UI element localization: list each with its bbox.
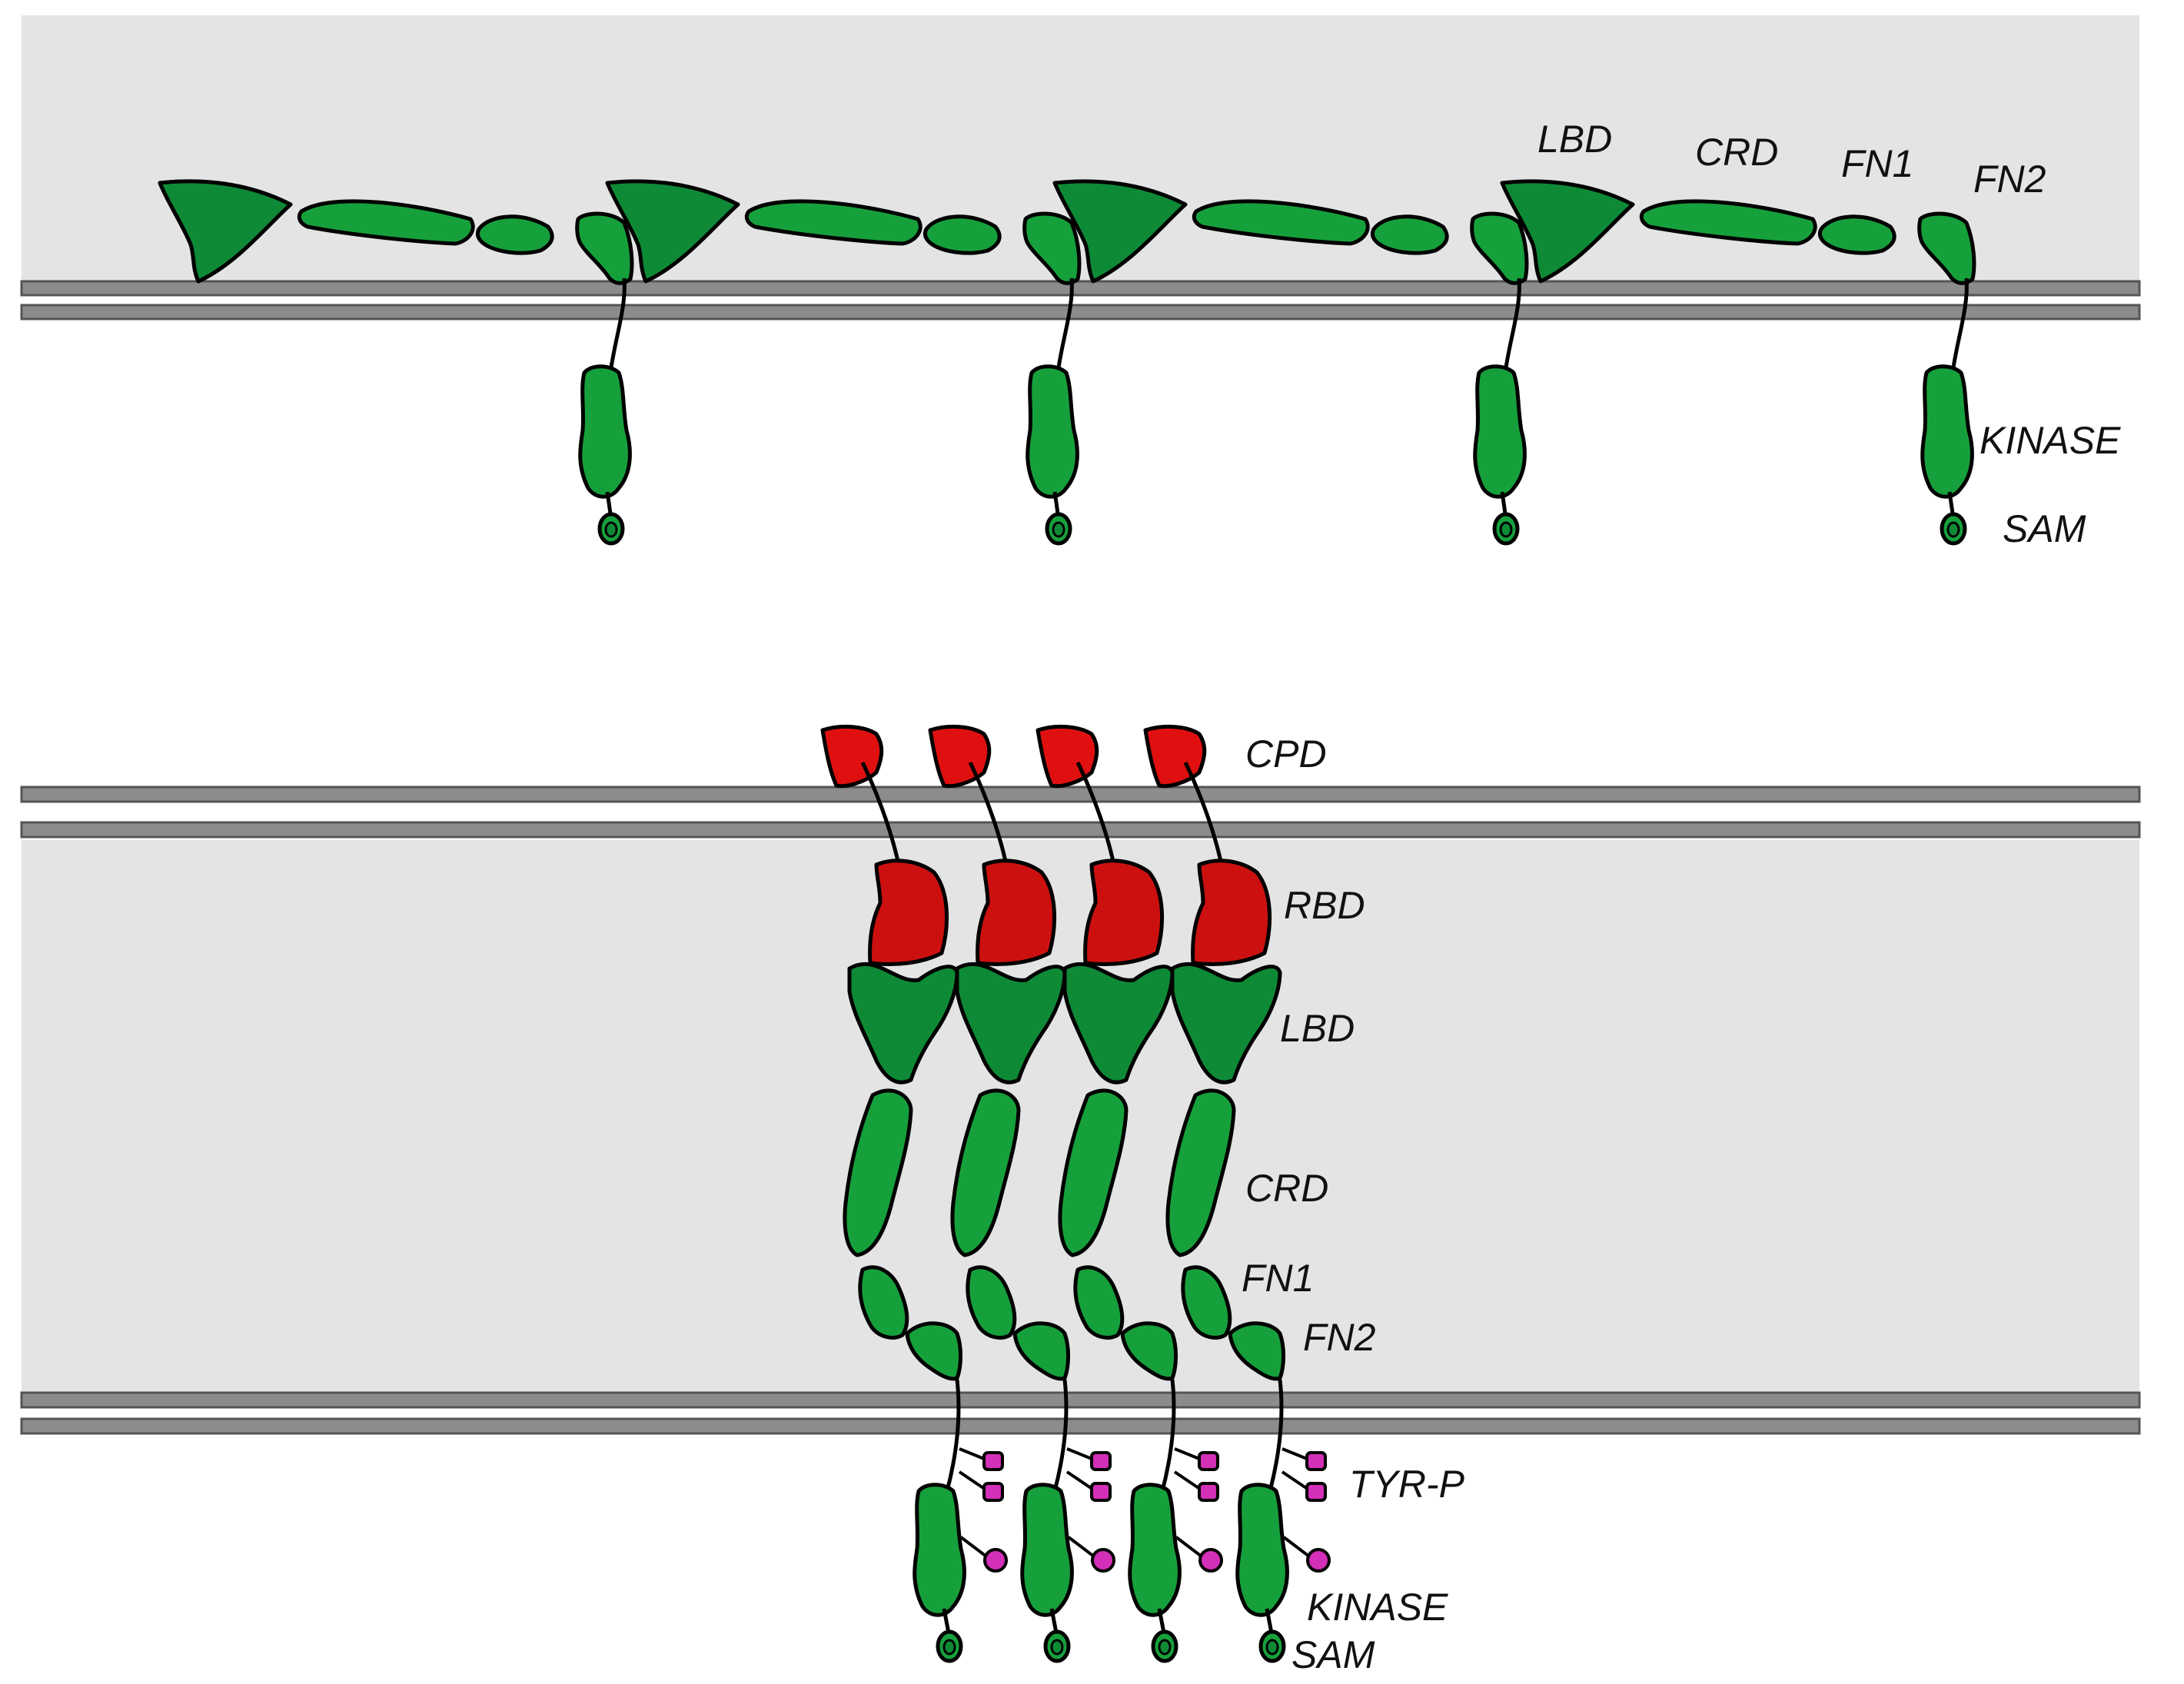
membrane-top <box>20 280 2141 321</box>
receptor-unit-2 <box>607 181 1079 543</box>
sam-domain <box>1047 514 1070 543</box>
kinase-domain <box>1028 367 1078 497</box>
rbd-domain <box>978 861 1055 965</box>
membrane-middle <box>20 786 2141 839</box>
membrane-bottom <box>20 1391 2141 1435</box>
tyr-p-sites <box>1173 1447 1223 1573</box>
receptor-complex-2 <box>930 726 1115 1661</box>
cpd-linker <box>1075 761 1117 869</box>
transmembrane-linker <box>1160 1379 1176 1492</box>
receptor-complex-4 <box>1145 726 1331 1661</box>
sam-domain <box>938 1632 961 1661</box>
tyr-p-sites <box>1281 1447 1331 1573</box>
cpd-linker <box>860 761 902 869</box>
label-top-kinase: KINASE <box>1980 419 2121 462</box>
sam-domain <box>1494 514 1517 543</box>
fn1-domain <box>1820 217 1894 253</box>
kinase-domain <box>915 1485 965 1616</box>
label-bottom-kinase: KINASE <box>1307 1586 1448 1629</box>
rbd-domain <box>1193 861 1270 965</box>
receptor-unit-3 <box>1055 181 1527 543</box>
label-top-fn2: FN2 <box>1973 158 2046 201</box>
bottom-receptor-cluster <box>823 726 1331 1661</box>
label-bottom-tyr-p: TYR-P <box>1349 1463 1465 1506</box>
label-bottom-cpd: CPD <box>1245 732 1327 776</box>
cpd-domain <box>823 726 882 786</box>
kinase-domain <box>580 367 630 497</box>
fn1-domain <box>925 217 999 253</box>
kinase-domain <box>1475 367 1525 497</box>
cpd-linker <box>968 761 1009 869</box>
label-bottom-lbd: LBD <box>1280 1007 1355 1050</box>
transmembrane-linker <box>608 277 627 374</box>
transmembrane-linker <box>1052 1379 1069 1492</box>
extracellular-space-top <box>22 15 2139 286</box>
sam-domain <box>1045 1632 1069 1661</box>
label-bottom-fn1: FN1 <box>1242 1257 1314 1300</box>
tyr-p-sites <box>1065 1447 1115 1573</box>
sam-domain <box>1153 1632 1176 1661</box>
cpd-domain <box>1145 726 1205 786</box>
label-top-crd: CRD <box>1695 131 1778 174</box>
receptor-unit-1 <box>160 181 632 543</box>
receptor-complex-3 <box>1038 726 1223 1661</box>
kinase-domain <box>1238 1485 1288 1616</box>
transmembrane-linker <box>1503 277 1521 374</box>
sam-domain <box>600 514 623 543</box>
tyr-p-sites <box>958 1447 1008 1573</box>
fn1-domain <box>477 217 552 253</box>
receptor-complex-1 <box>823 726 1008 1661</box>
kinase-domain <box>1923 367 1973 497</box>
label-bottom-rbd: RBD <box>1284 884 1365 927</box>
cpd-domain <box>1038 726 1097 786</box>
transmembrane-linker <box>1055 277 1074 374</box>
cpd-linker <box>1183 761 1225 869</box>
transmembrane-linker <box>945 1379 961 1492</box>
label-bottom-crd: CRD <box>1245 1167 1328 1210</box>
label-top-sam: SAM <box>2003 507 2086 550</box>
label-bottom-fn2: FN2 <box>1303 1316 1376 1359</box>
label-bottom-sam: SAM <box>1291 1633 1375 1676</box>
sam-domain <box>1261 1632 1284 1661</box>
label-top-lbd: LBD <box>1537 118 1612 161</box>
rbd-domain <box>1085 861 1162 965</box>
rbd-domain <box>870 861 947 965</box>
kinase-domain <box>1022 1485 1072 1616</box>
fn1-domain <box>1372 217 1447 253</box>
label-top-fn1: FN1 <box>1841 142 1913 185</box>
sam-domain <box>1942 514 1965 543</box>
receptor-unit-4 <box>1502 181 1974 543</box>
cpd-domain <box>930 726 989 786</box>
kinase-domain <box>1130 1485 1180 1616</box>
transmembrane-linker <box>1268 1379 1284 1492</box>
top-receptor-chain <box>160 181 1974 543</box>
transmembrane-linker <box>1950 277 1969 374</box>
